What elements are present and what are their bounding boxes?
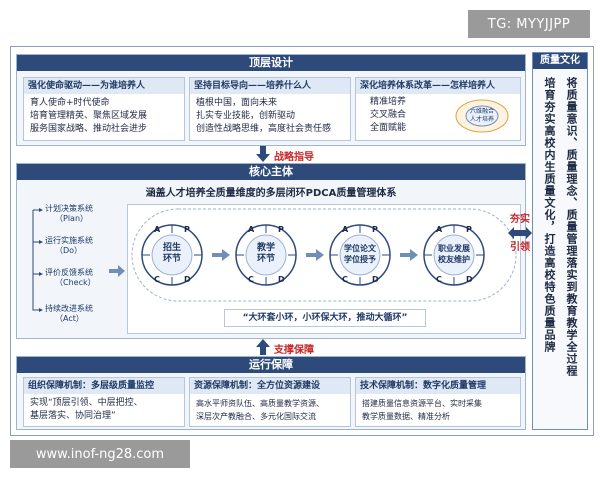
top-card-goal: 坚持目标导向——培养什么人 植根中国，面向未来 扎实专业技能，创新驱动 创造性战… [189,77,351,141]
top-design-title: 顶层设计 [17,55,525,71]
card-line: 植根中国，面向未来 [196,98,278,108]
pdca-loop-box: A P C D 招生 环节 A P C D 教学 环节 A P C D 学位论文… [127,204,521,334]
card-line: 高水平师资队伍、高质量教学资源、 [196,399,324,408]
card-line: 基层落实、协同治理” [30,411,116,421]
card-heading: 坚持目标导向——培养什么人 [190,78,350,94]
step-check-label: 评价反馈系统 [45,268,93,277]
card-heading: 技术保障机制：数字化质量管理 [356,378,520,394]
card-line: 创造性战略思维，高度社会责任感 [196,124,332,134]
card-line: 服务国家战略、推动社会进步 [30,124,148,134]
pdca-loops-drawing [131,208,517,302]
card-line: 育人使命+时代使命 [30,98,110,108]
loop-letter-p: P [466,225,472,234]
pdca-loop-teaching: A P C D 教学 环节 [234,225,298,285]
loop-letter-c: C [248,275,254,284]
step-plan-label: 计划决策系统 [45,204,93,213]
loop-letter-d: D [278,275,285,284]
into-loop-arrow-icon [109,262,125,281]
loop-letter-p: P [278,225,284,234]
loop-letter-p: P [372,225,378,234]
side-arrow-label-top: 夯实 [510,214,530,225]
core-section: 核心主体 涵盖人才培养全质量维度的多层闭环PDCA质量管理体系 计划决策系统 （… [16,163,526,339]
step-do-en: （Do） [55,246,83,255]
step-check-en: （Check） [55,278,96,287]
loop-letter-d: D [466,275,473,284]
core-title: 核心主体 [17,164,525,180]
loop-letter-p: P [184,225,190,234]
card-line: 深层次产教融合、多元化国际交流 [196,412,316,421]
pdca-loop-thesis: A P C D 学位论文 学位授予 [328,225,392,285]
card-line: 全面赋能 [370,123,407,133]
quality-culture-panel: 质量文化 将质量意识、质量理念、质量管理落实到教育教学全过程 培育夯实高校内生质… [532,52,588,430]
top-card-mission: 强化使命驱动——为谁培养人 育人使命+时代使命 培育管理精英、聚焦区域发展 服务… [23,77,185,141]
pdca-inner-circle [339,234,381,276]
pdca-loop-enrollment: A P C D 招生 环节 [140,225,204,285]
core-subtitle: 涵盖人才培养全质量维度的多层闭环PDCA质量管理体系 [145,188,397,199]
quality-culture-title: 质量文化 [533,53,587,69]
quality-culture-column-right: 将质量意识、质量理念、质量管理落实到教育教学全过程 [565,77,578,377]
loop-stage-label: 招生 环节 [162,243,181,264]
support-arrow-icon [255,339,271,359]
step-act-en: （Act） [55,314,84,323]
step-plan-en: （Plan） [55,214,89,223]
guarantee-section: 运行保障 组织保障机制：多层级质量监控 实现“顶层引领、中层把控、 基层落实、协… [16,356,526,430]
guarantee-card-organization: 组织保障机制：多层级质量监控 实现“顶层引领、中层把控、 基层落实、协同治理” [23,377,185,427]
card-line: 培育管理精英、聚焦区域发展 [30,111,148,121]
watermark-bottom: www.inof-ng28.com [10,440,190,468]
pdca-inner-circle [245,234,287,276]
loop-stage-label: 学位论文 学位授予 [344,244,376,264]
top-card-reform: 深化培养体系改革——怎样培养人 精准培养 交叉融合 全面赋能 六维融合 人才培养 [355,77,521,141]
loop-letter-a: A [436,225,443,234]
loop-stage-label: 职业发展 校友维护 [438,244,470,264]
guarantee-card-technology: 技术保障机制：数字化质量管理 搭建质量信息资源平台、实时采集 教学质量数据、精准… [355,377,521,427]
strategy-label: 战略指导 [274,152,314,163]
card-heading: 强化使命驱动——为谁培养人 [24,78,184,94]
card-line: 搭建质量信息资源平台、实时采集 [362,399,482,408]
card-heading: 资源保障机制：全方位资源建设 [190,378,350,394]
loop-stage-label: 教学 环节 [256,243,275,264]
loop-letter-a: A [154,225,161,234]
pdca-inner-circle [151,234,193,276]
support-label: 支撑保障 [274,345,314,356]
guarantee-card-resource: 资源保障机制：全方位资源建设 高水平师资队伍、高质量教学资源、 深层次产教融合、… [189,377,351,427]
strategy-arrow-icon [255,146,271,166]
side-arrow-group: 夯实 引领 [502,210,532,260]
card-heading: 组织保障机制：多层级质量监控 [24,378,184,394]
loop-letter-c: C [436,275,442,284]
card-line: 实现“顶层引领、中层把控、 [30,398,143,408]
loop-letter-a: A [342,225,349,234]
side-arrow-label-bottom: 引领 [510,242,530,253]
loop-letter-d: D [372,275,379,284]
step-act-label: 持续改进系统 [45,304,93,313]
loop-letter-d: D [184,275,191,284]
loop-letter-c: C [154,275,160,284]
card-line: 扎实专业技能，创新驱动 [196,111,296,121]
card-line: 教学质量数据、精准分析 [362,412,450,421]
six-dimension-badge-label: 六维融合 人才培养 [469,108,494,123]
quality-culture-column-left: 培育夯实高校内生质量文化，打造高校特色质量品牌 [543,77,556,353]
six-dimension-badge: 六维融合 人才培养 [452,96,512,136]
pdca-inner-circle [433,234,475,276]
loop-letter-c: C [342,275,348,284]
pdca-loop-career: A P C D 职业发展 校友维护 [422,225,486,285]
double-arrow-icon [508,224,532,243]
card-heading: 深化培养体系改革——怎样培养人 [356,78,520,94]
guarantee-title: 运行保障 [17,357,525,373]
step-do-label: 运行实施系统 [45,236,93,245]
pdca-steps: 计划决策系统 （Plan） 运行实施系统 （Do） 评价反馈系统 （Check）… [23,202,119,332]
watermark-top: TG: MYYJJPP [468,10,590,38]
card-line: 交叉融合 [370,110,407,120]
top-design-section: 顶层设计 强化使命驱动——为谁培养人 育人使命+时代使命 培育管理精英、聚焦区域… [16,54,526,146]
card-line: 精准培养 [370,97,407,107]
loop-letter-a: A [248,225,255,234]
loop-quote: “大环套小环，小环保大环，推动大循环” [224,309,426,327]
